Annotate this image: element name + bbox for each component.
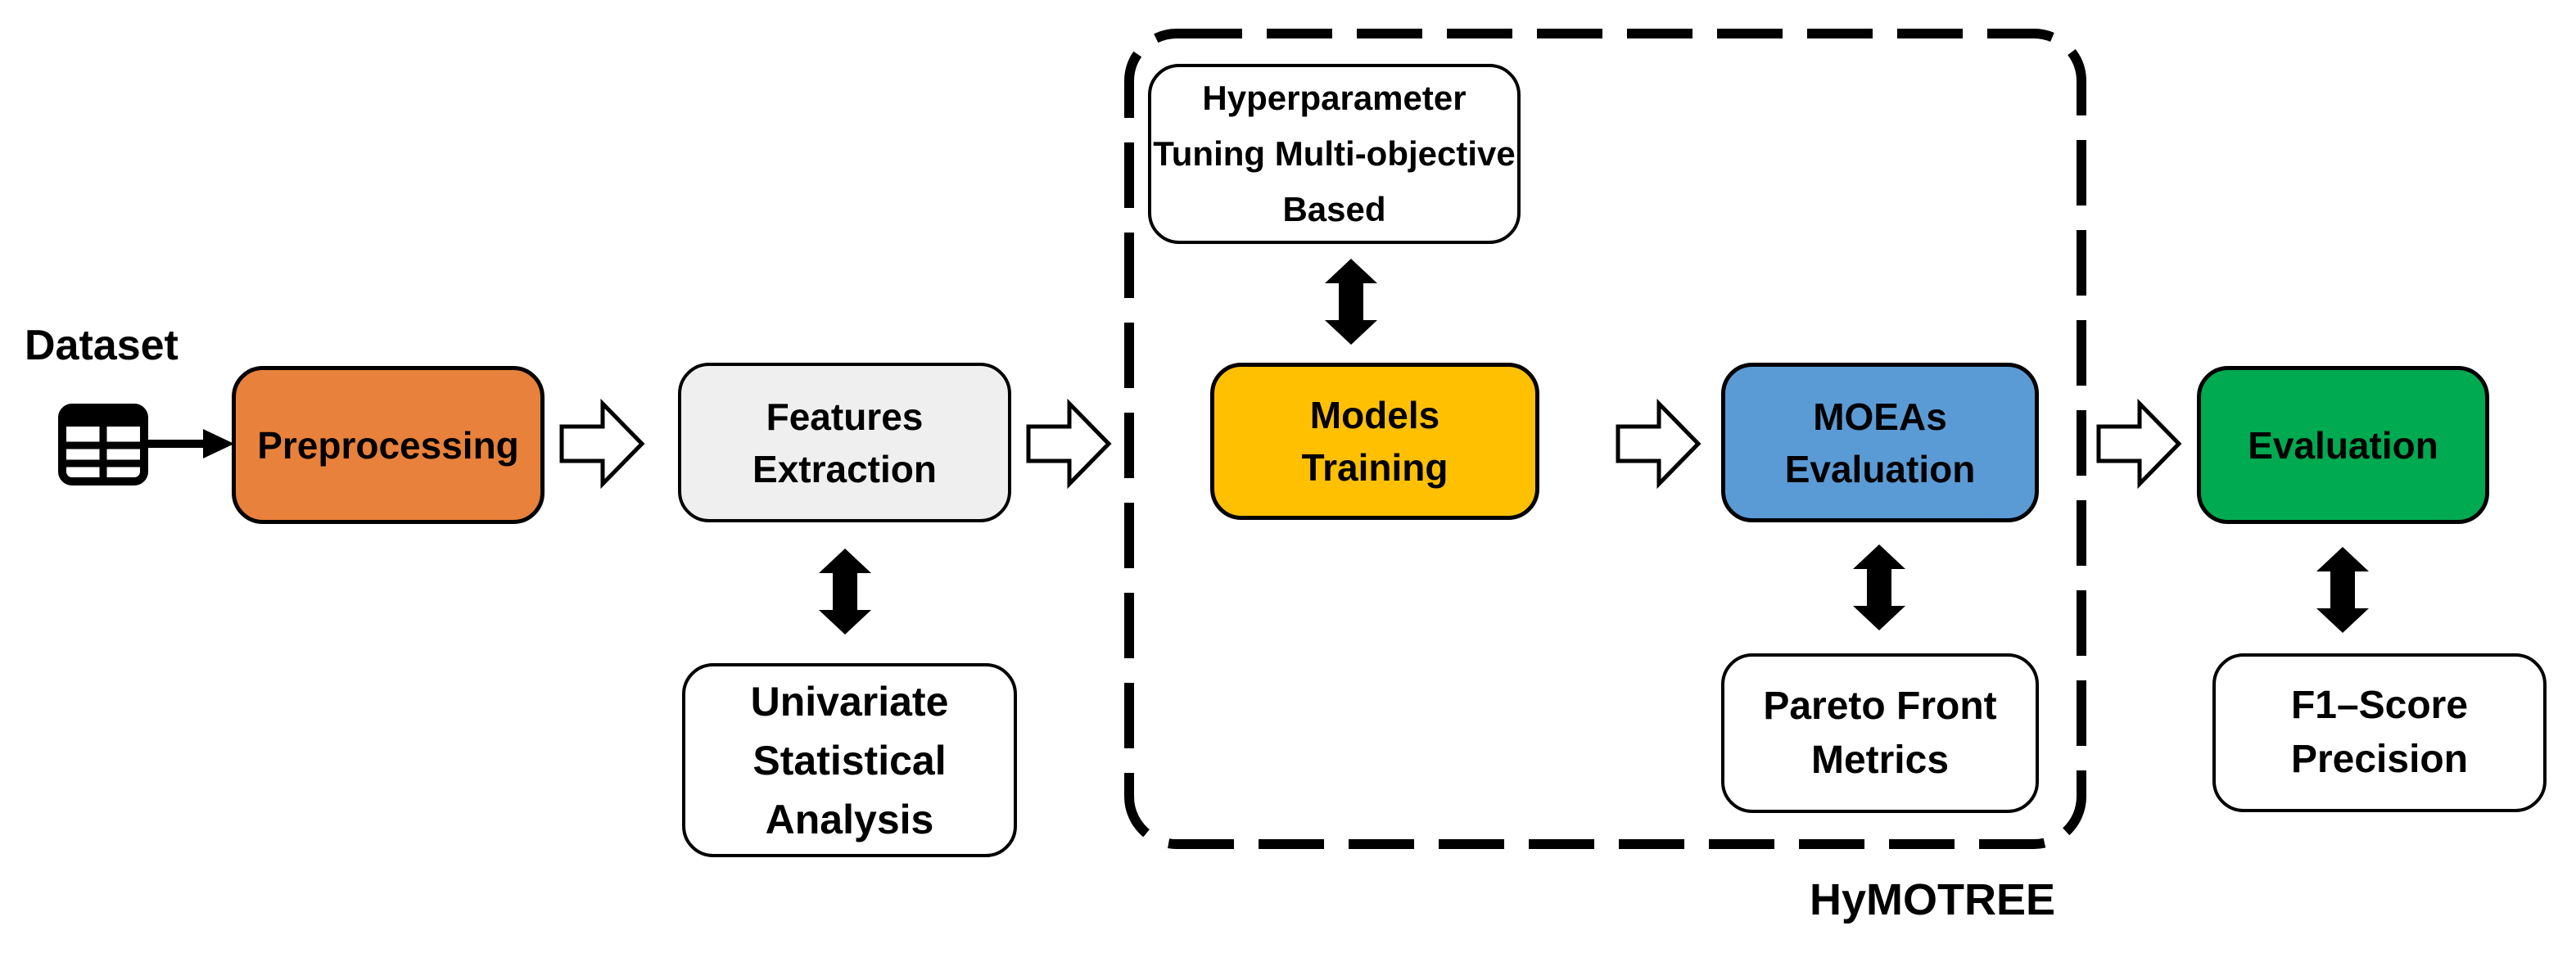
node-label: Preprocessing <box>257 423 519 467</box>
hyperparameter-models-double-arrow-icon <box>1325 259 1377 345</box>
node-label: Training <box>1301 446 1448 489</box>
node-hyperparameter-tuning: Hyperparameter Tuning Multi-objective Ba… <box>1148 64 1521 244</box>
node-preprocessing: Preprocessing <box>232 366 545 524</box>
node-label: Analysis <box>765 796 934 842</box>
flow-arrow-3-icon <box>1616 399 1702 489</box>
moeas-pareto-double-arrow-icon <box>1853 544 1905 630</box>
node-label: Pareto Front <box>1763 684 1997 728</box>
dataset-to-preprocessing-arrow-icon <box>147 429 234 458</box>
node-univariate-statistical-analysis: Univariate Statistical Analysis <box>682 663 1017 857</box>
node-models-training: Models Training <box>1210 363 1539 520</box>
node-label: MOEAs <box>1813 395 1947 438</box>
node-label: Hyperparameter <box>1202 79 1467 117</box>
node-label: Metrics <box>1810 738 1950 782</box>
flow-arrow-4-icon <box>2096 399 2182 489</box>
node-label: Evaluation <box>2248 423 2438 467</box>
hymotree-dashed-container <box>1124 29 2086 849</box>
node-features-extraction: Features Extraction <box>678 363 1011 522</box>
node-moeas-evaluation: MOEAs Evaluation <box>1721 363 2039 522</box>
hymotree-label: HyMOTREE <box>1809 875 2056 924</box>
flow-arrow-1-icon <box>559 399 645 489</box>
evaluation-f1-double-arrow-icon <box>2316 547 2369 633</box>
node-label: F1–Score <box>2290 684 2469 727</box>
node-label: Based <box>1282 190 1386 228</box>
node-label: Precision <box>2290 738 2469 781</box>
node-label: Univariate <box>750 678 949 725</box>
dataset-table-icon <box>58 404 148 486</box>
node-label: Features <box>766 395 924 438</box>
node-label: Extraction <box>752 447 937 490</box>
node-evaluation: Evaluation <box>2197 366 2489 524</box>
dataset-label: Dataset <box>25 322 179 369</box>
node-label: Evaluation <box>1784 447 1976 490</box>
node-label: Statistical <box>752 737 947 784</box>
flow-arrow-2-icon <box>1026 399 1112 489</box>
node-label: Tuning Multi-objective <box>1153 134 1516 173</box>
node-f1-score-precision: F1–Score Precision <box>2212 653 2547 812</box>
node-label: Models <box>1309 394 1440 436</box>
features-univariate-double-arrow-icon <box>819 549 871 635</box>
node-pareto-front-metrics: Pareto Front Metrics <box>1721 653 2039 813</box>
